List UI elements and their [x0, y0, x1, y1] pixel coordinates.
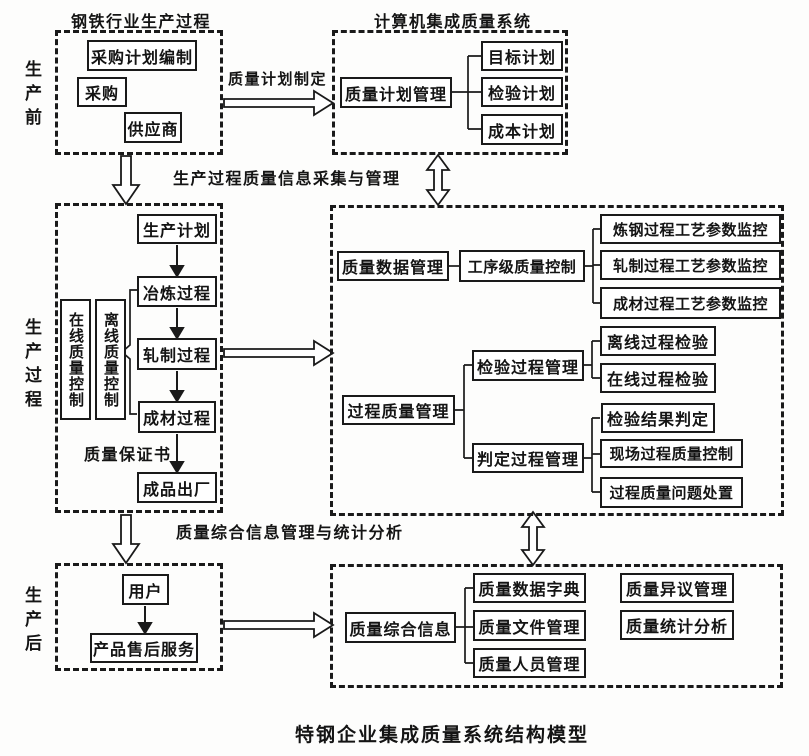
- phase-label-post: 生产后: [22, 586, 41, 658]
- online-inspection-box: 在线过程检验: [600, 363, 716, 393]
- arrow-during-to-post: [111, 514, 141, 565]
- file-mgmt-box: 质量文件管理: [473, 610, 586, 641]
- offline-control-box: 离线质量控制: [95, 299, 126, 420]
- process-quality-mgmt-box: 过程质量管理: [342, 395, 455, 425]
- forming-box: 成材过程: [138, 401, 216, 433]
- user-box: 用户: [122, 574, 169, 605]
- arrow-pre-to-during: [111, 155, 141, 206]
- arrow-process-to-system: [223, 339, 335, 367]
- online-control-box: 在线质量控制: [60, 299, 91, 420]
- production-flow-section: [55, 203, 223, 513]
- result-judgment-box: 检验结果判定: [601, 403, 715, 433]
- shipment-box: 成品出厂: [137, 472, 217, 503]
- judgment-mgmt-box: 判定过程管理: [472, 443, 584, 473]
- purchase-box: 采购: [77, 77, 127, 107]
- arrow-plan-formulation: [223, 89, 335, 117]
- rolling-box: 轧制过程: [137, 338, 217, 370]
- supplier-box: 供应商: [124, 112, 182, 143]
- arrow-aftersales-to-info: [223, 611, 335, 639]
- ciq-system-section: [332, 30, 568, 155]
- quality-data-mgmt-box: 质量数据管理: [337, 251, 449, 281]
- info-collection-label: 生产过程质量信息采集与管理: [173, 171, 401, 188]
- diagram-caption: 特钢企业集成质量系统结构模型: [295, 725, 590, 746]
- problem-handling-box: 过程质量问题处置: [600, 477, 743, 508]
- phase-label-during: 生产过程: [22, 318, 41, 414]
- steel-process-title: 钢铁行业生产过程: [71, 14, 212, 31]
- info-statistics-label: 质量综合信息管理与统计分析: [176, 525, 404, 542]
- personnel-mgmt-box: 质量人员管理: [473, 648, 586, 678]
- info-mgmt-section: [330, 564, 783, 688]
- cost-plan-box: 成本计划: [481, 114, 563, 145]
- double-arrow-top: [425, 153, 451, 207]
- data-dictionary-box: 质量数据字典: [473, 573, 586, 603]
- plan-mgmt-box: 质量计划管理: [340, 77, 452, 108]
- plan-formulation-label: 质量计划制定: [228, 71, 328, 88]
- inspection-plan-box: 检验计划: [481, 77, 563, 107]
- ciq-system-title: 计算机集成质量系统: [374, 14, 532, 31]
- double-arrow-bottom: [520, 510, 546, 567]
- forming-monitor-box: 成材过程工艺参数监控: [600, 287, 781, 319]
- steel-process-section: [55, 30, 223, 155]
- comprehensive-info-box: 质量综合信息: [345, 612, 456, 643]
- production-plan-box: 生产计划: [137, 214, 217, 244]
- process-level-control-box: 工序级质量控制: [459, 250, 585, 282]
- purchase-plan-box: 采购计划编制: [87, 40, 197, 71]
- process-quality-section: [330, 205, 784, 516]
- offline-inspection-box: 离线过程检验: [600, 326, 716, 356]
- onsite-control-box: 现场过程质量控制: [600, 439, 743, 468]
- inspection-mgmt-box: 检验过程管理: [472, 350, 584, 381]
- smelting-box: 冶炼过程: [137, 276, 217, 307]
- quality-certificate-label: 质量保证书: [84, 447, 172, 464]
- statistical-analysis-box: 质量统计分析: [620, 610, 734, 640]
- rolling-monitor-box: 轧制过程工艺参数监控: [600, 250, 781, 280]
- after-sales-section: [55, 563, 223, 671]
- phase-label-pre: 生产前: [22, 60, 41, 132]
- steelmaking-monitor-box: 炼钢过程工艺参数监控: [600, 214, 781, 244]
- objection-mgmt-box: 质量异议管理: [620, 573, 734, 603]
- after-sales-box: 产品售后服务: [90, 633, 198, 663]
- target-plan-box: 目标计划: [481, 41, 563, 71]
